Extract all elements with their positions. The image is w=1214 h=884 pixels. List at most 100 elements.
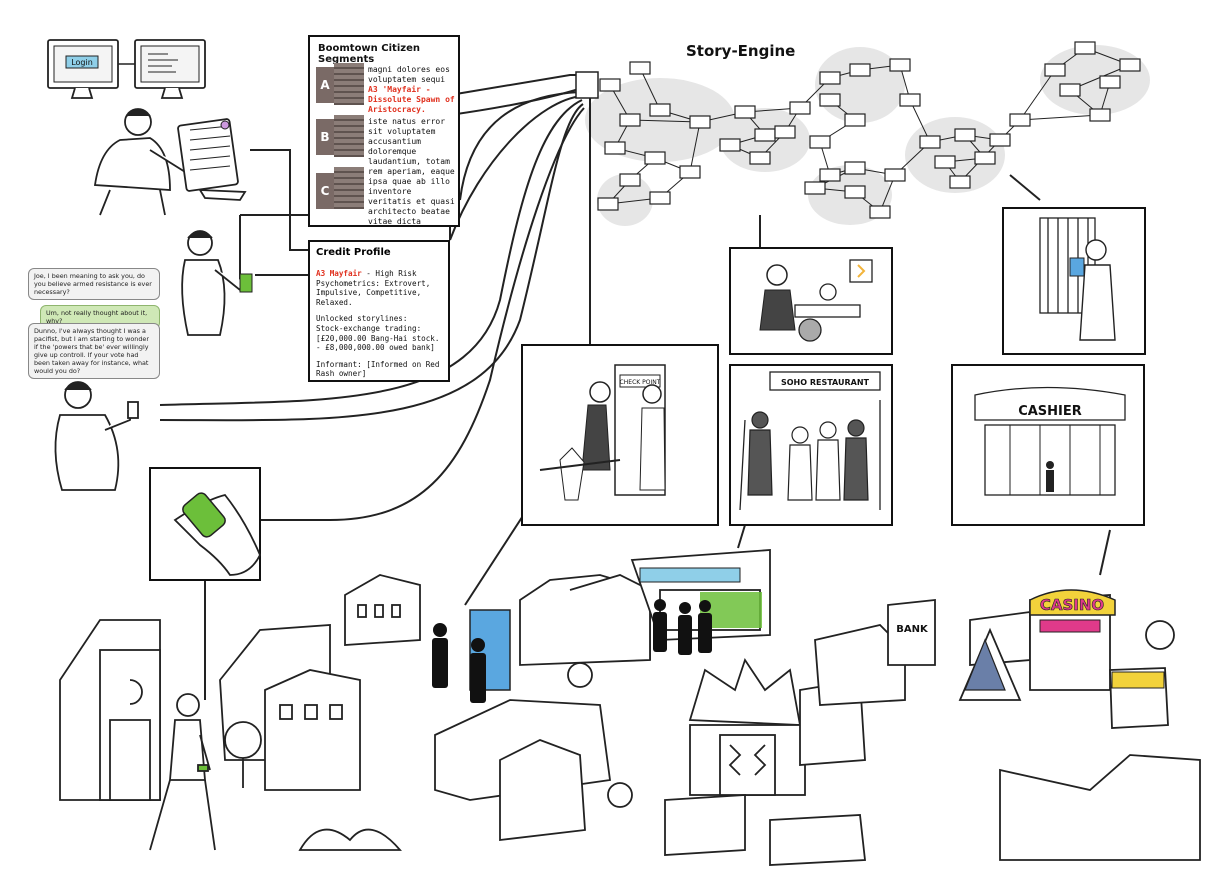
story-node (989, 133, 1011, 147)
story-node (644, 151, 666, 165)
story-node (869, 205, 891, 219)
walking-man-figure (149, 693, 216, 851)
story-node (844, 161, 866, 175)
story-node (974, 151, 996, 165)
story-edge (1019, 69, 1056, 121)
restaurant-panel (729, 364, 893, 526)
checkpoint-panel (521, 344, 719, 526)
prison-panel (1002, 207, 1146, 355)
story-engine-title: Story-Engine (686, 42, 796, 60)
story-node (754, 128, 776, 142)
citizen-segments-panel: Boomtown Citizen Segments A magni dolore… (308, 35, 460, 227)
story-node (599, 78, 621, 92)
story-node (619, 113, 641, 127)
unlocked-storylines-title: Unlocked storylines: (316, 314, 408, 324)
credit-risk: - High Risk (361, 269, 417, 278)
story-node (809, 135, 831, 149)
login-monitor (47, 39, 119, 99)
interrogation-panel (729, 247, 893, 355)
story-node (649, 191, 671, 205)
story-node (844, 185, 866, 199)
story-edge (629, 119, 701, 125)
story-node (1009, 113, 1031, 127)
man-at-tablet-figure (93, 108, 247, 216)
story-node (934, 155, 956, 169)
story-node (597, 197, 619, 211)
casino-sign: CASINO (1040, 596, 1104, 614)
kiosk-sign (639, 567, 741, 583)
story-node (819, 71, 841, 85)
stock-line-2: - £8,000,000.00 owed bank] (316, 343, 435, 353)
segment-b-text: iste natus error sit voluptatem accusant… (368, 117, 455, 226)
story-node (679, 165, 701, 179)
segment-a-label: A (316, 67, 334, 103)
bank-sign: BANK (896, 624, 929, 635)
credit-psychometrics: Psychometrics: Extrovert, Impulsive, Com… (316, 278, 431, 307)
man-with-phone-figure (181, 230, 253, 336)
booth-sign: CHECK POINT (620, 379, 661, 386)
story-node (899, 93, 921, 107)
story-node (844, 113, 866, 127)
story-node (604, 141, 626, 155)
cashier-sign: CASHIER (1018, 404, 1082, 419)
story-engine-input-box (575, 71, 599, 99)
login-label: Login (71, 58, 93, 67)
segment-a3-highlight: A3 'Mayfair - Dissolute Spawn of Aristoc… (368, 85, 455, 114)
thinking-man-figure (54, 381, 139, 491)
form-monitor (134, 39, 206, 99)
wristband-icon (182, 492, 226, 538)
segment-c-bar (334, 167, 364, 209)
story-node (849, 63, 871, 77)
casino-pink-strip (1039, 619, 1101, 633)
story-edge (909, 99, 931, 143)
story-node (629, 61, 651, 75)
story-engine-nodes (597, 41, 1141, 219)
wristband-panel (149, 467, 261, 581)
town-buildings (59, 549, 1201, 866)
town-people (432, 599, 712, 703)
credit-profile-body: A3 Mayfair - High Risk Psychometrics: Ex… (316, 269, 452, 386)
cashier-panel (951, 364, 1145, 526)
story-node (774, 125, 796, 139)
story-node (649, 103, 671, 117)
story-node (804, 181, 826, 195)
segment-a-text: magni dolores eos voluptatem sequi A3 'M… (368, 65, 458, 115)
chat-message-incoming-2: Dunno, I've always thought I was a pacif… (28, 323, 160, 379)
story-node (889, 58, 911, 72)
story-node (819, 168, 841, 182)
segment-a-bar (334, 63, 364, 105)
chat-message-incoming-1: Joe, I been meaning to ask you, do you b… (28, 268, 160, 300)
restaurant-sign: SOHO RESTAURANT (781, 378, 870, 387)
story-node (954, 128, 976, 142)
stock-line-1: [£20,000.00 Bang-Hai stock. (316, 333, 440, 343)
story-node (689, 115, 711, 129)
credit-profile-panel: Credit Profile A3 Mayfair - High Risk Ps… (308, 240, 450, 382)
story-node (1074, 41, 1096, 55)
story-node (884, 168, 906, 182)
story-node (719, 138, 741, 152)
story-node (819, 93, 841, 107)
story-node (1059, 83, 1081, 97)
credit-segment-label: A3 Mayfair (316, 269, 362, 278)
story-node (949, 175, 971, 189)
story-node (619, 173, 641, 187)
segment-b-bar (334, 115, 364, 157)
story-edge (1019, 112, 1101, 121)
story-node (1044, 63, 1066, 77)
story-edge (689, 121, 702, 173)
credit-profile-title: Credit Profile (316, 247, 391, 258)
story-node (749, 151, 771, 165)
story-node (1119, 58, 1141, 72)
citizen-segments-title: Boomtown Citizen Segments (318, 43, 420, 65)
segment-a-description: magni dolores eos voluptatem sequi (368, 65, 450, 84)
segment-b-label: B (316, 119, 334, 155)
segment-c-label: C (316, 173, 334, 209)
story-node (789, 101, 811, 115)
story-node (1089, 108, 1111, 122)
story-edge (639, 67, 661, 111)
story-node (734, 105, 756, 119)
story-node (1099, 75, 1121, 89)
stock-trading-label: Stock-exchange trading: (316, 323, 422, 333)
informant-text: Informant: [Informed on Red Rash owner] (316, 359, 440, 379)
